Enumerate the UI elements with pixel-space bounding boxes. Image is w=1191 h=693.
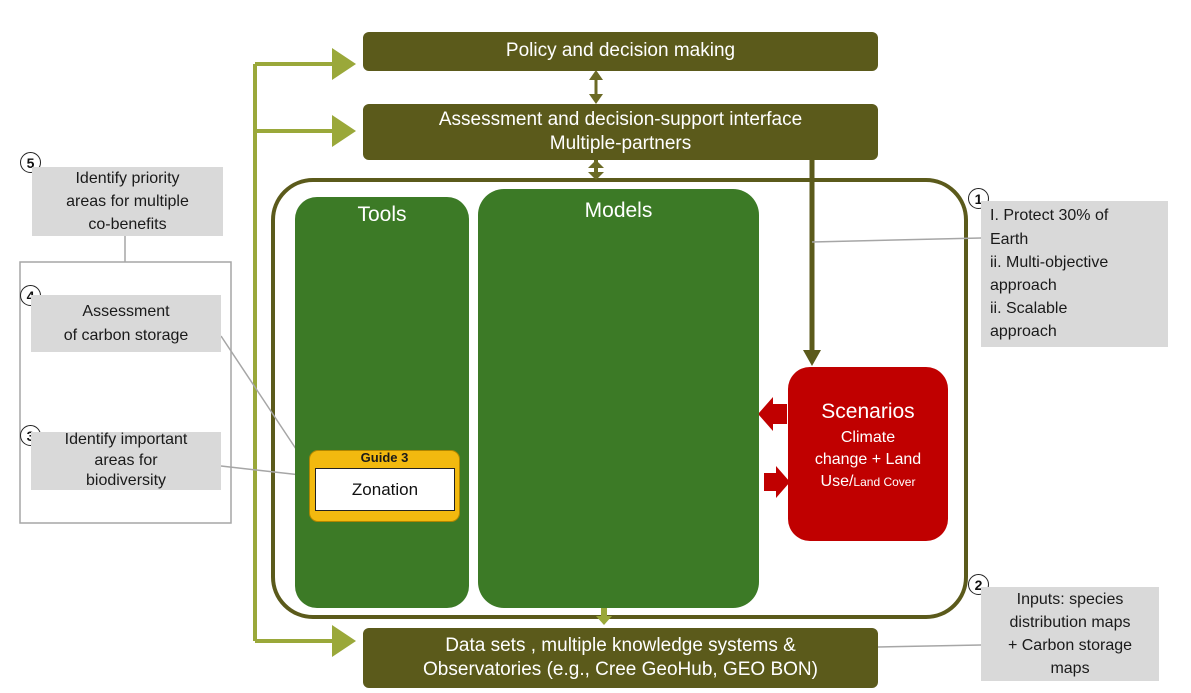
models-title: Models [584,199,653,222]
callout-3-line1: Identify important [64,430,188,448]
callout-2-line4: maps [1050,660,1090,678]
callout-5-line2: areas for multiple [66,192,189,210]
callout-group-bracket [19,261,232,524]
callout-2-line3: + Carbon storage [1007,637,1133,654]
callout-5: Identify priority areas for multiple co-… [32,167,223,236]
callout-3-line3: biodiversity [85,472,167,490]
datasets-label-line2: Observatories (e.g., Cree GeoHub, GEO BO… [423,659,818,680]
scenario-arrows [758,397,790,498]
callout-4: Assessment of carbon storage [31,295,221,352]
scenarios-line3-small: Land Cover [853,475,916,489]
system-frame [271,178,968,619]
callout-1-line4: approach [990,277,1057,294]
callout-2-line1: Inputs: species [1016,590,1124,608]
assessment-scenarios-arrow [803,160,821,366]
callout-2: Inputs: species distribution maps + Carb… [981,587,1159,681]
datasets-box: Data sets , multiple knowledge systems &… [363,628,878,688]
zonation-tool: Zonation [315,468,455,511]
policy-label: Policy and decision making [505,40,736,62]
callout-3: Identify important areas for biodiversit… [31,430,221,490]
datasets-label-line1: Data sets , multiple knowledge systems & [445,634,796,656]
callout-3-line2: areas for [94,451,158,469]
callout-1-line6: approach [990,323,1057,341]
callout-1-line1: I. Protect 30% of [990,207,1109,225]
callout-5-line3: co-benefits [88,216,167,234]
assessment-box: Assessment and decision-support interfac… [363,104,878,160]
policy-box: Policy and decision making [363,32,878,71]
callout-1-line2: Earth [990,230,1029,248]
callout-2-line2: distribution maps [1009,613,1131,631]
tools-title: Tools [357,203,407,226]
assessment-frame-arrow [588,160,604,180]
scenarios-line3-text: Use/ [820,473,854,490]
feedback-arrows [253,48,356,657]
guide-label: Guide 3 [360,450,409,465]
zonation-label: Zonation [351,479,419,499]
policy-assessment-arrow [589,70,603,104]
callout-4-line2: of carbon storage [63,326,189,344]
tools-panel: Tools [295,197,469,608]
callout-1-line5: ii. Scalable [990,300,1068,318]
callout-1-line3: ii. Multi-objective [990,253,1109,271]
scenarios-title: Scenarios [821,400,915,423]
assessment-label-line2: Multiple-partners [549,133,692,154]
assessment-label-line1: Assessment and decision-support interfac… [438,108,803,130]
scenarios-line3: Use/Land Cover [788,471,948,493]
models-panel: Models [478,189,759,608]
scenarios-line2: change + Land [814,451,922,468]
guide-box: Guide 3 Zonation [309,450,460,522]
callout-1: I. Protect 30% of Earth ii. Multi-object… [981,201,1168,347]
callout-4-line1: Assessment [82,303,170,321]
scenarios-box: Scenarios Climate change + Land Use/Land… [788,367,948,541]
callout-5-line1: Identify priority [75,169,180,187]
scenarios-line1: Climate [840,429,896,446]
